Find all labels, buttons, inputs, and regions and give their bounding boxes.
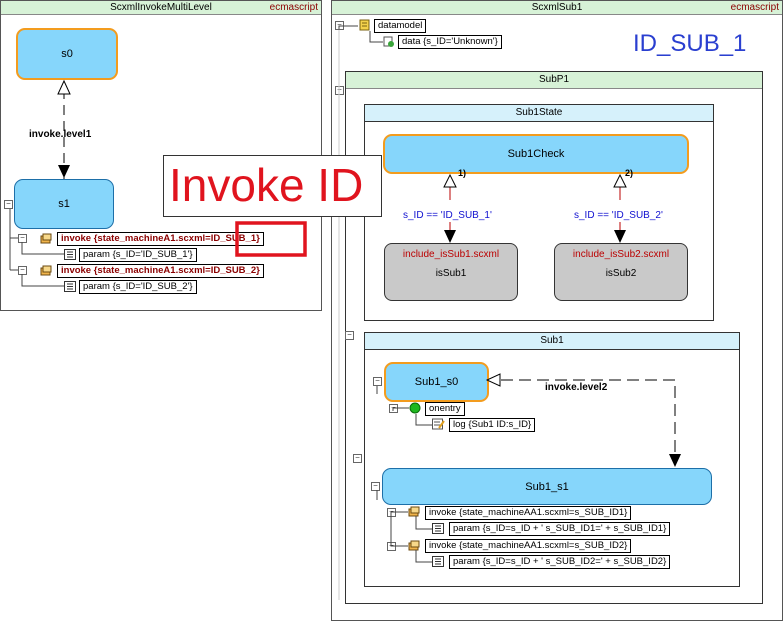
collapse-sub1-inner-toggle[interactable]: − — [353, 454, 362, 463]
subp1-title: SubP1 — [346, 72, 762, 89]
data-icon — [383, 36, 395, 47]
param-icon — [64, 249, 76, 260]
param-icon — [432, 556, 444, 567]
data-node[interactable]: data {s_ID='Unknown'} — [398, 35, 502, 49]
invoke-id-highlight-box — [235, 221, 307, 257]
include-issub1-file: include_isSub1.scxml — [402, 249, 500, 260]
sub1state-title: Sub1State — [365, 105, 713, 122]
left-panel-language-tag: ecmascript — [269, 2, 318, 13]
param-node-2[interactable]: param {s_ID='ID_SUB_2'} — [79, 280, 197, 294]
include-issub2[interactable]: include_isSub2.scxml isSub2 — [554, 243, 688, 301]
state-sub1check[interactable]: Sub1Check — [383, 134, 689, 174]
transition-priority-2: 2) — [625, 168, 634, 178]
collapse-s1-toggle[interactable]: − — [4, 200, 13, 209]
state-s1[interactable]: s1 — [14, 179, 114, 229]
right-panel-title: ScxmlSub1 — [332, 1, 782, 15]
transition-arrowhead-solid — [58, 165, 70, 178]
onentry-node[interactable]: onentry — [425, 402, 465, 416]
transition-arrowhead-hollow — [485, 373, 501, 387]
collapse-sub1-toggle[interactable]: − — [345, 331, 354, 340]
state-s0[interactable]: s0 — [16, 28, 118, 80]
transition-label-invoke-level2: invoke.level2 — [545, 382, 608, 393]
include-issub2-file: include_isSub2.scxml — [572, 249, 670, 260]
datamodel-icon — [358, 19, 370, 31]
transition-arrowhead-hollow — [443, 173, 457, 188]
collapse-sub1-s0-toggle[interactable]: − — [373, 377, 382, 386]
datamodel-tree-lines — [338, 25, 383, 43]
datamodel-node[interactable]: datamodel — [374, 19, 427, 33]
collapse-sub1-s1-toggle[interactable]: − — [371, 482, 380, 491]
sub-param-node-1[interactable]: param {s_ID=s_ID + ' s_SUB_ID1=' + s_SUB… — [449, 522, 671, 536]
transition-arrowhead-solid — [444, 230, 456, 243]
transition-label-invoke-level1: invoke.level1 — [29, 129, 92, 140]
invoke-node-2[interactable]: invoke {state_machineA1.scxml=ID_SUB_2} — [57, 264, 264, 278]
state-sub1-s1[interactable]: Sub1_s1 — [382, 468, 712, 505]
param-node-1[interactable]: param {s_ID='ID_SUB_1'} — [79, 248, 197, 262]
param-icon — [432, 523, 444, 534]
invoke-icon — [40, 265, 52, 276]
state-sub1-s0[interactable]: Sub1_s0 — [384, 362, 489, 402]
invoke-icon — [408, 540, 420, 551]
transition-priority-1: 1) — [458, 168, 467, 178]
log-icon — [432, 418, 445, 430]
onentry-icon — [409, 402, 421, 414]
transition-arrowhead-solid — [669, 454, 681, 467]
right-panel-language-tag: ecmascript — [730, 2, 779, 13]
sub1-title: Sub1 — [365, 333, 739, 350]
include-issub1[interactable]: include_isSub1.scxml isSub1 — [384, 243, 518, 301]
invoke-icon — [408, 506, 420, 517]
log-node[interactable]: log {Sub1 ID:s_ID} — [449, 418, 536, 432]
transition-arrowhead-solid — [614, 230, 626, 243]
invoke-id-callout: Invoke ID — [163, 155, 382, 217]
include-issub1-name: isSub1 — [435, 268, 467, 279]
transition-arrowhead-hollow — [57, 79, 71, 95]
invoke-icon — [40, 233, 52, 244]
sub1-tree-lines — [376, 386, 432, 563]
invoke-node-1[interactable]: invoke {state_machineA1.scxml=ID_SUB_1} — [57, 232, 264, 246]
condition-label-sub2: s_ID == 'ID_SUB_2' — [574, 210, 663, 221]
left-panel-title: ScxmlInvokeMultiLevel — [1, 1, 321, 15]
sub-invoke-node-2[interactable]: invoke {state_machineAA1.scxml=s_SUB_ID2… — [425, 539, 632, 553]
include-issub2-name: isSub2 — [605, 268, 637, 279]
sub-invoke-node-1[interactable]: invoke {state_machineAA1.scxml=s_SUB_ID1… — [425, 506, 632, 520]
transition-arrowhead-hollow — [613, 173, 627, 188]
param-icon — [64, 281, 76, 292]
sub-param-node-2[interactable]: param {s_ID=s_ID + ' s_SUB_ID2=' + s_SUB… — [449, 555, 671, 569]
sub-id-label: ID_SUB_1 — [633, 30, 747, 57]
transition-line-level2 — [500, 379, 676, 452]
left-tree-lines — [9, 209, 64, 287]
condition-label-sub1: s_ID == 'ID_SUB_1' — [403, 210, 492, 221]
invoke-id-callout-text: Invoke ID — [169, 159, 364, 211]
